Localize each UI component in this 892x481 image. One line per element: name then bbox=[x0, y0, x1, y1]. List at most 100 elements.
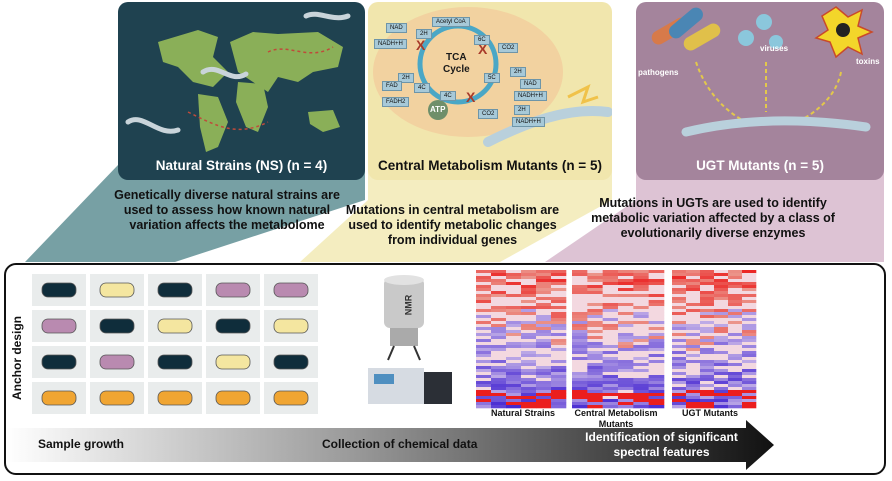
heatmap-cell bbox=[700, 354, 715, 358]
heatmap-cell bbox=[536, 402, 552, 406]
heatmap-cell bbox=[700, 372, 715, 376]
heatmap-cell bbox=[618, 276, 634, 280]
heatmap-cell bbox=[506, 321, 522, 325]
heatmap-cell bbox=[587, 279, 603, 283]
heatmap-cell bbox=[521, 363, 537, 367]
chip: NADH+H bbox=[374, 32, 407, 50]
heatmap-cell bbox=[686, 291, 701, 295]
heatmap-cell bbox=[714, 387, 729, 391]
heatmap-cell bbox=[602, 273, 619, 277]
block-x-1: X bbox=[416, 37, 426, 53]
heatmap-cell bbox=[728, 330, 743, 334]
heatmap-cell bbox=[572, 300, 588, 304]
heatmap-cell bbox=[648, 387, 665, 391]
heatmap-cell bbox=[551, 333, 567, 337]
heatmap-cell bbox=[491, 378, 507, 382]
heatmap-cell bbox=[700, 369, 715, 373]
heatmap-cell bbox=[728, 345, 743, 349]
heatmap-cell bbox=[491, 396, 507, 400]
heatmap-cell bbox=[521, 312, 537, 316]
heatmap-cell bbox=[476, 300, 492, 304]
heatmap-cell bbox=[648, 324, 665, 328]
ugt-label: UGT Mutants (n = 5) bbox=[696, 158, 824, 173]
workflow-arrow bbox=[6, 420, 774, 470]
heatmap-cell bbox=[506, 294, 522, 298]
heatmap-cell bbox=[602, 360, 619, 364]
heatmap-cell bbox=[742, 402, 757, 406]
heatmap-cell bbox=[618, 309, 634, 313]
heatmap-cell bbox=[742, 381, 757, 385]
heatmap-cell bbox=[491, 393, 507, 397]
heatmap-cell bbox=[672, 363, 687, 367]
heatmap-cell bbox=[686, 366, 701, 370]
heatmap-cell bbox=[572, 393, 588, 397]
heatmap-cell bbox=[476, 312, 492, 316]
heatmap-cell bbox=[602, 291, 619, 295]
heatmap-cell bbox=[476, 276, 492, 280]
heatmap-cell bbox=[491, 399, 507, 403]
chip: FAD bbox=[382, 74, 402, 92]
ns-description: Genetically diverse natural strains are … bbox=[114, 188, 340, 232]
step-identification: Identification of significant spectral f… bbox=[585, 430, 738, 459]
heatmap-cell bbox=[672, 312, 687, 316]
heatmap-cell bbox=[618, 294, 634, 298]
heatmap-cell bbox=[506, 276, 522, 280]
heatmap-cell bbox=[672, 354, 687, 358]
heatmap-cell bbox=[506, 336, 522, 340]
heatmap-cell bbox=[618, 354, 634, 358]
heatmap-cell bbox=[536, 342, 552, 346]
heatmap-cell bbox=[700, 357, 715, 361]
heatmap-cell bbox=[714, 318, 729, 322]
heatmap-cell bbox=[714, 351, 729, 355]
heatmap-cell bbox=[572, 384, 588, 388]
heatmap-cell bbox=[714, 303, 729, 307]
heatmap-cell bbox=[602, 333, 619, 337]
heatmap-cell bbox=[521, 333, 537, 337]
heatmap-cell bbox=[672, 387, 687, 391]
heatmap-cell bbox=[648, 315, 665, 319]
heatmap-cell bbox=[686, 330, 701, 334]
heatmap-cell bbox=[728, 306, 743, 310]
heatmap-cell bbox=[648, 303, 665, 307]
heatmap-cell bbox=[728, 303, 743, 307]
heatmap-cell bbox=[602, 288, 619, 292]
heatmap-cell bbox=[700, 384, 715, 388]
heatmap-cell bbox=[700, 393, 715, 397]
heatmap-cell bbox=[476, 399, 492, 403]
chip: NADH+H bbox=[514, 84, 547, 102]
heatmap-cell bbox=[602, 336, 619, 340]
heatmap-cell bbox=[700, 324, 715, 328]
heatmap-cell bbox=[700, 318, 715, 322]
heatmap-cell bbox=[618, 378, 634, 382]
heatmap-cell bbox=[700, 339, 715, 343]
heatmap-cell bbox=[602, 330, 619, 334]
heatmap-cell bbox=[742, 384, 757, 388]
heatmap-cell bbox=[672, 345, 687, 349]
heatmap-cell bbox=[476, 351, 492, 355]
heatmap-cell bbox=[587, 393, 603, 397]
heatmap-cell bbox=[742, 327, 757, 331]
heatmap-cell bbox=[572, 321, 588, 325]
heatmap-cell bbox=[648, 318, 665, 322]
heatmap-cell bbox=[521, 351, 537, 355]
heatmap-cell bbox=[476, 279, 492, 283]
heatmap-cell bbox=[572, 399, 588, 403]
heatmap-cell bbox=[633, 270, 649, 274]
heatmap-cell bbox=[506, 270, 522, 274]
heatmap-cell bbox=[700, 387, 715, 391]
heatmap-cell bbox=[742, 330, 757, 334]
heatmap-cell bbox=[602, 387, 619, 391]
heatmap-cell bbox=[536, 354, 552, 358]
heatmap-cell bbox=[536, 381, 552, 385]
heatmap-cell bbox=[742, 369, 757, 373]
heatmap-cell bbox=[491, 282, 507, 286]
heatmap-cell bbox=[536, 327, 552, 331]
heatmap-cell bbox=[742, 396, 757, 400]
heatmap-cell bbox=[714, 282, 729, 286]
heatmap-cell bbox=[714, 294, 729, 298]
heatmap-cell bbox=[521, 339, 537, 343]
heatmap-cell bbox=[476, 348, 492, 352]
heatmap-cell bbox=[714, 378, 729, 382]
heatmap-cell bbox=[633, 312, 649, 316]
heatmap-cell bbox=[714, 288, 729, 292]
